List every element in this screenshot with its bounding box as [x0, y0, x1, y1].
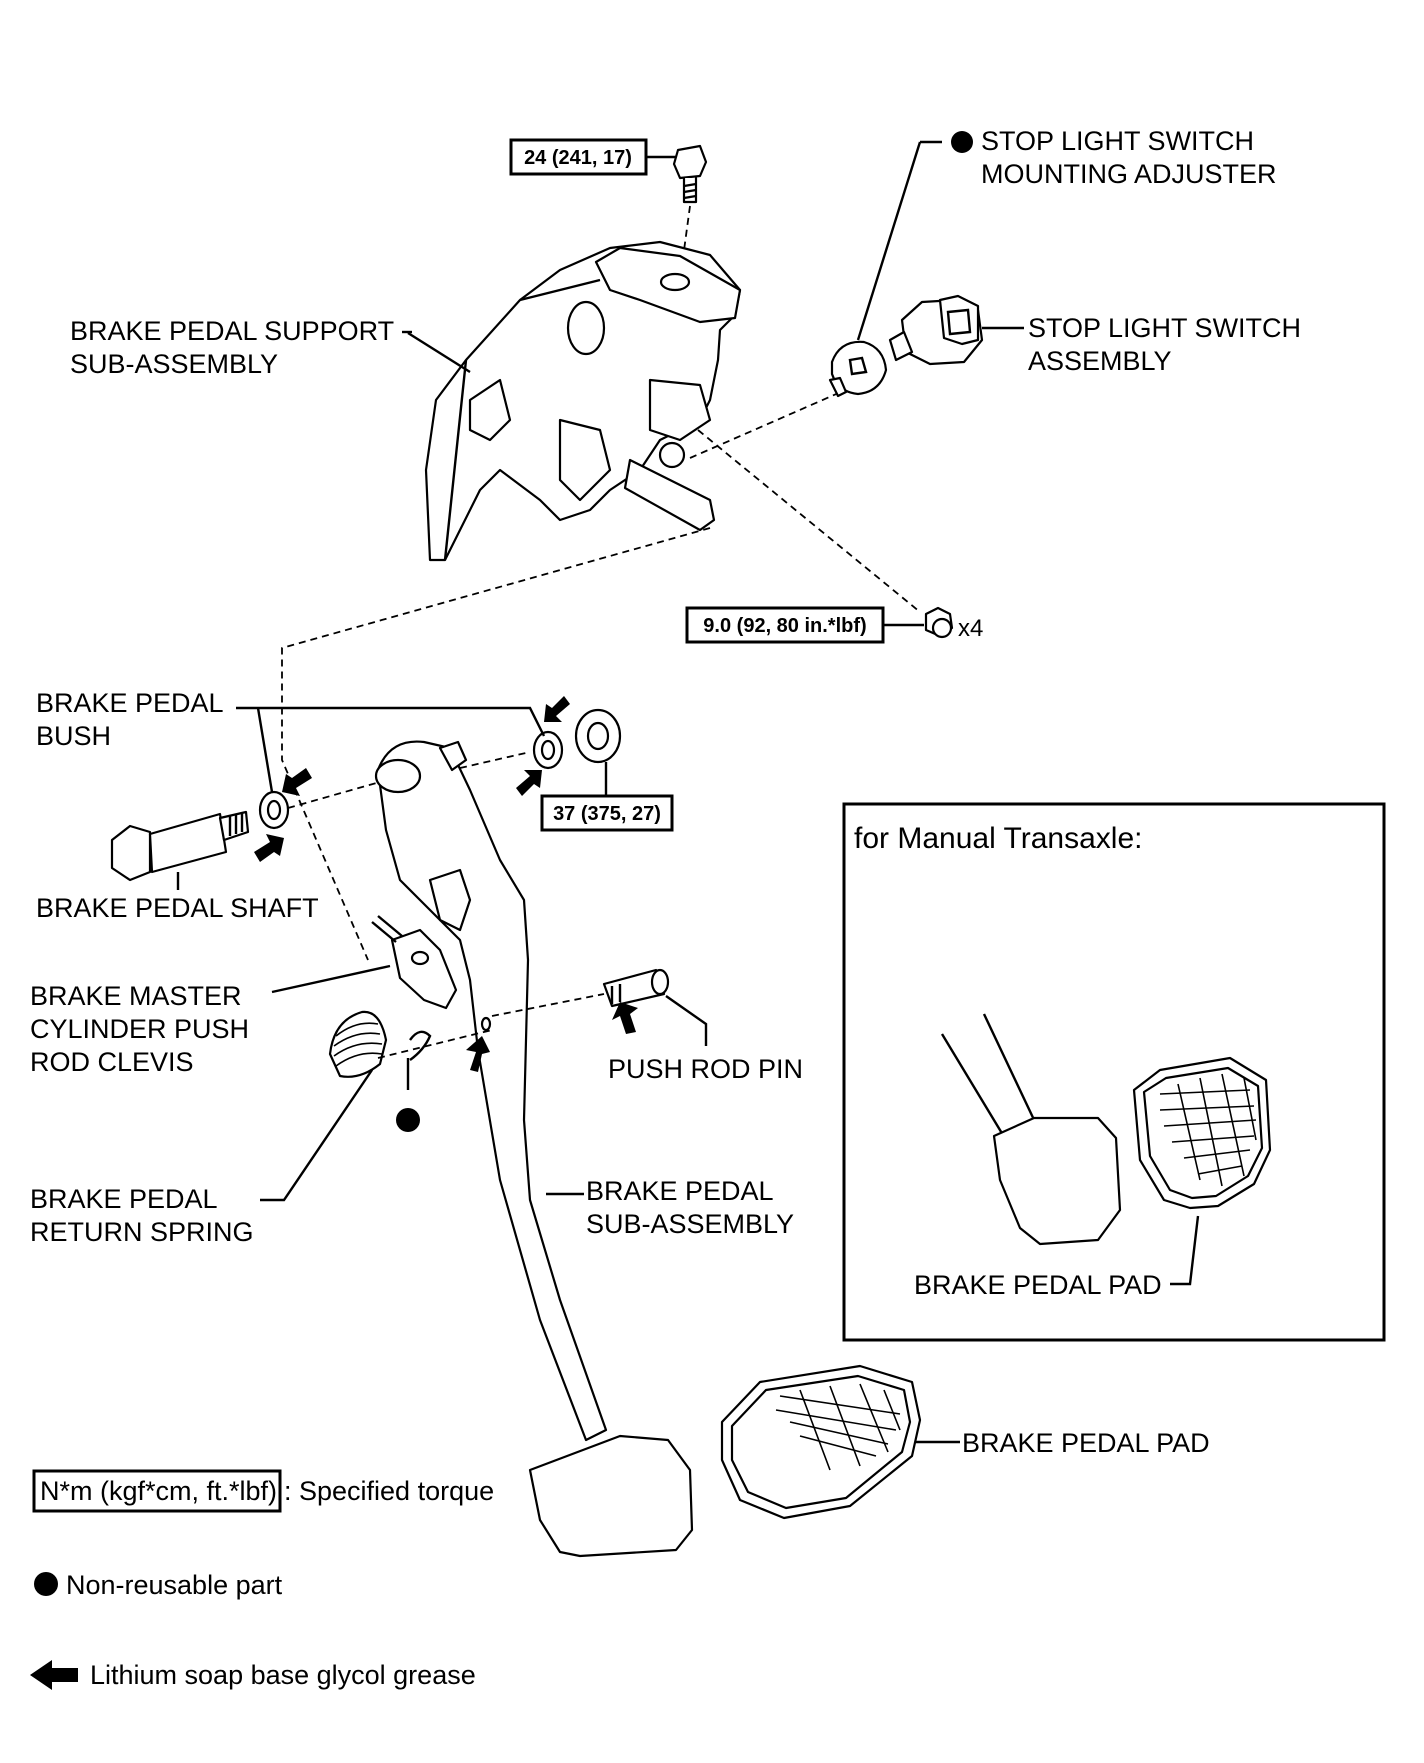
label-clevis-3: ROD CLEVIS: [30, 1047, 194, 1077]
label-pad-main: BRAKE PEDAL PAD: [962, 1428, 1210, 1458]
grease-arrow-bush-left-top: [282, 768, 312, 796]
svg-text:Lithium soap base glycol greas: Lithium soap base glycol grease: [90, 1660, 476, 1690]
label-shaft: BRAKE PEDAL SHAFT: [36, 893, 319, 923]
torque-box-shaft-nut: 37 (375, 27): [540, 794, 674, 832]
grease-arrow-push-rod-pin: [612, 1002, 638, 1034]
grease-arrow-pedal-hole: [466, 1036, 490, 1072]
label-support-2: SUB-ASSEMBLY: [70, 349, 278, 379]
label-clevis-2: CYLINDER PUSH: [30, 1014, 249, 1044]
label-stop-switch-2: ASSEMBLY: [1028, 346, 1172, 376]
label-stop-light-adjuster-1: STOP LIGHT SWITCH: [981, 126, 1254, 156]
stop-light-switch-assembly: [888, 294, 1024, 366]
clip: [396, 1030, 432, 1132]
label-spring-1: BRAKE PEDAL: [30, 1184, 218, 1214]
label-stop-switch-1: STOP LIGHT SWITCH: [1028, 313, 1301, 343]
label-pad-inset: BRAKE PEDAL PAD: [914, 1270, 1162, 1300]
brake-pedal-pad-main: [720, 1364, 960, 1520]
label-pedal-2: SUB-ASSEMBLY: [586, 1209, 794, 1239]
grease-arrow-icon: [30, 1660, 78, 1690]
brake-pedal-shaft: [110, 810, 250, 882]
legend-non-reusable: Non-reusable part: [34, 1570, 283, 1600]
grease-arrow-bush-left-bottom: [254, 834, 284, 862]
manual-transaxle-inset: [842, 802, 1386, 1342]
push-rod-pin: [602, 968, 708, 1046]
brake-pedal-bush-left: [258, 790, 290, 830]
label-support-1: BRAKE PEDAL SUPPORT: [70, 316, 394, 346]
nut-quantity: x4: [958, 615, 983, 642]
svg-text:9.0 (92, 80 in.*lbf): 9.0 (92, 80 in.*lbf): [703, 615, 866, 637]
shaft-nut: [574, 708, 622, 764]
label-clevis-1: BRAKE MASTER: [30, 981, 242, 1011]
torque-box-top-bolt: 24 (241, 17): [509, 138, 676, 176]
brake-pedal-return-spring: [260, 1010, 388, 1202]
brake-pedal-bush-right: [532, 730, 564, 770]
svg-text:N*m (kgf*cm, ft.*lbf): N*m (kgf*cm, ft.*lbf): [40, 1476, 277, 1506]
grease-arrow-bush-right-top: [544, 696, 570, 722]
grease-arrow-bush-right-bottom: [516, 770, 542, 796]
label-spring-2: RETURN SPRING: [30, 1217, 254, 1247]
label-push-rod-pin: PUSH ROD PIN: [608, 1054, 803, 1084]
brake-pedal-sub-assembly: [374, 740, 608, 1442]
inset-title: for Manual Transaxle:: [854, 822, 1142, 855]
svg-text:24 (241, 17): 24 (241, 17): [524, 147, 632, 169]
svg-text:37 (375, 27): 37 (375, 27): [553, 803, 661, 825]
label-bush-2: BUSH: [36, 721, 111, 751]
brake-pedal-pad-base: [528, 1434, 694, 1558]
switch-nut: [924, 606, 954, 639]
svg-text:: Specified torque: : Specified torque: [284, 1476, 494, 1506]
svg-text:Non-reusable part: Non-reusable part: [66, 1570, 283, 1600]
torque-box-switch-nuts: 9.0 (92, 80 in.*lbf): [685, 606, 924, 644]
brake-master-cylinder-push-rod-clevis: [271, 915, 458, 1010]
label-stop-light-adjuster-2: MOUNTING ADJUSTER: [981, 159, 1277, 189]
label-pedal-1: BRAKE PEDAL: [586, 1176, 774, 1206]
brake-pedal-support-sub-assembly: [407, 240, 742, 562]
legend-grease: Lithium soap base glycol grease: [30, 1660, 476, 1690]
stop-light-switch-mounting-adjuster: [828, 131, 973, 398]
legend-torque: N*m (kgf*cm, ft.*lbf) : Specified torque: [32, 1469, 494, 1513]
label-bush-1: BRAKE PEDAL: [36, 688, 224, 718]
top-bolt: [672, 144, 708, 281]
